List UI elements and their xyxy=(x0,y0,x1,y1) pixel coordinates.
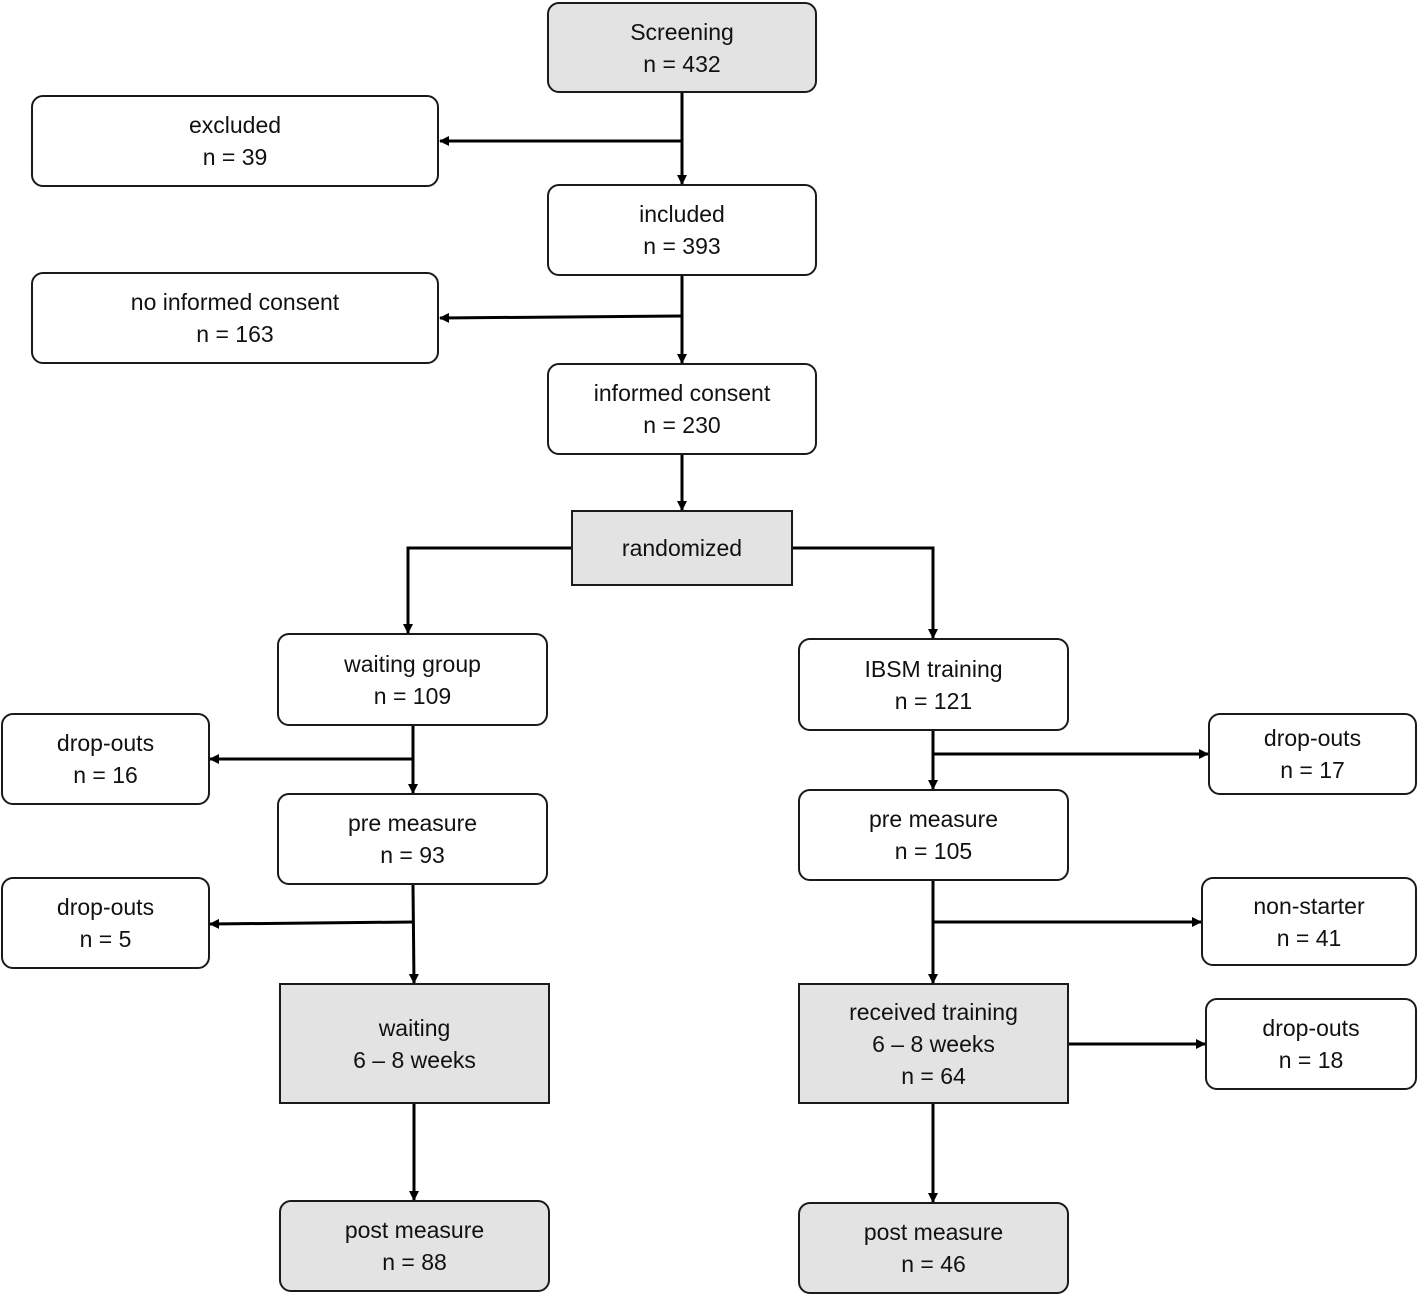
node-label: excluded xyxy=(188,112,282,138)
arrow-randomized-to-waiting-group xyxy=(403,546,571,634)
node-count: n = 230 xyxy=(643,412,721,438)
node-count: n = 64 xyxy=(901,1062,966,1089)
node-label: post measure xyxy=(863,1219,1004,1245)
node-count: n = 393 xyxy=(643,233,721,259)
node-count: n = 5 xyxy=(79,926,132,952)
node-count: n = 432 xyxy=(643,50,721,77)
node-label: randomized xyxy=(621,535,743,561)
node-count: n = 105 xyxy=(894,838,973,864)
node-label: drop-outs xyxy=(56,894,155,920)
node-screening: Screening n = 432 xyxy=(547,2,817,93)
arrow-randomized-to-ibsm xyxy=(792,546,938,639)
node-wg-dropouts-2: drop-outs n = 5 xyxy=(1,877,210,969)
node-ib-non-starter: non-starter n = 41 xyxy=(1201,877,1417,966)
node-wg-pre-measure: pre measure n = 93 xyxy=(277,793,548,885)
node-count: n = 46 xyxy=(901,1251,966,1277)
node-count: n = 88 xyxy=(382,1249,447,1275)
node-label: waiting group xyxy=(344,650,481,677)
node-ib-dropouts-1: drop-outs n = 17 xyxy=(1208,713,1417,795)
node-randomized: randomized xyxy=(571,510,793,586)
node-ibsm-training: IBSM training n = 121 xyxy=(798,638,1069,731)
node-count: n = 39 xyxy=(202,144,268,170)
node-label: drop-outs xyxy=(1262,1015,1360,1041)
node-label: post measure xyxy=(344,1217,485,1243)
node-informed-consent: informed consent n = 230 xyxy=(547,363,817,455)
node-duration: 6 – 8 weeks xyxy=(872,1030,995,1057)
node-count: n = 93 xyxy=(380,842,445,868)
node-count: n = 163 xyxy=(196,321,274,347)
node-wg-post-measure: post measure n = 88 xyxy=(279,1200,550,1292)
node-ib-pre-measure: pre measure n = 105 xyxy=(798,789,1069,881)
node-count: n = 17 xyxy=(1280,757,1345,783)
node-label: waiting xyxy=(378,1014,451,1041)
node-count: n = 41 xyxy=(1276,924,1342,951)
node-duration: 6 – 8 weeks xyxy=(353,1046,476,1073)
node-label: informed consent xyxy=(593,380,771,406)
node-ib-dropouts-2: drop-outs n = 18 xyxy=(1205,998,1417,1090)
node-label: received training xyxy=(849,998,1018,1025)
node-label: included xyxy=(639,201,725,227)
node-ib-post-measure: post measure n = 46 xyxy=(798,1202,1069,1294)
node-waiting-group: waiting group n = 109 xyxy=(277,633,548,726)
node-label: non-starter xyxy=(1253,892,1365,919)
node-count: n = 121 xyxy=(894,687,973,714)
node-included: included n = 393 xyxy=(547,184,817,276)
node-wg-dropouts-1: drop-outs n = 16 xyxy=(1,713,210,805)
node-label: IBSM training xyxy=(864,655,1003,682)
arrow-to-no-consent xyxy=(439,312,683,323)
node-no-informed-consent: no informed consent n = 163 xyxy=(31,272,439,364)
node-label: pre measure xyxy=(347,810,478,836)
node-count: n = 109 xyxy=(373,682,452,709)
node-count: n = 18 xyxy=(1278,1047,1344,1073)
node-label: pre measure xyxy=(868,806,999,832)
node-label: drop-outs xyxy=(1263,725,1362,751)
node-count: n = 16 xyxy=(73,762,138,788)
node-waiting: waiting 6 – 8 weeks xyxy=(279,983,550,1104)
node-received-training: received training 6 – 8 weeks n = 64 xyxy=(798,983,1069,1104)
arrow-to-wg-dropouts-2 xyxy=(209,918,414,929)
node-label: drop-outs xyxy=(56,730,155,756)
node-label: no informed consent xyxy=(130,289,340,315)
node-label: Screening xyxy=(630,18,734,45)
arrow-wg-pre-to-waiting xyxy=(408,884,419,984)
node-excluded: excluded n = 39 xyxy=(31,95,439,187)
